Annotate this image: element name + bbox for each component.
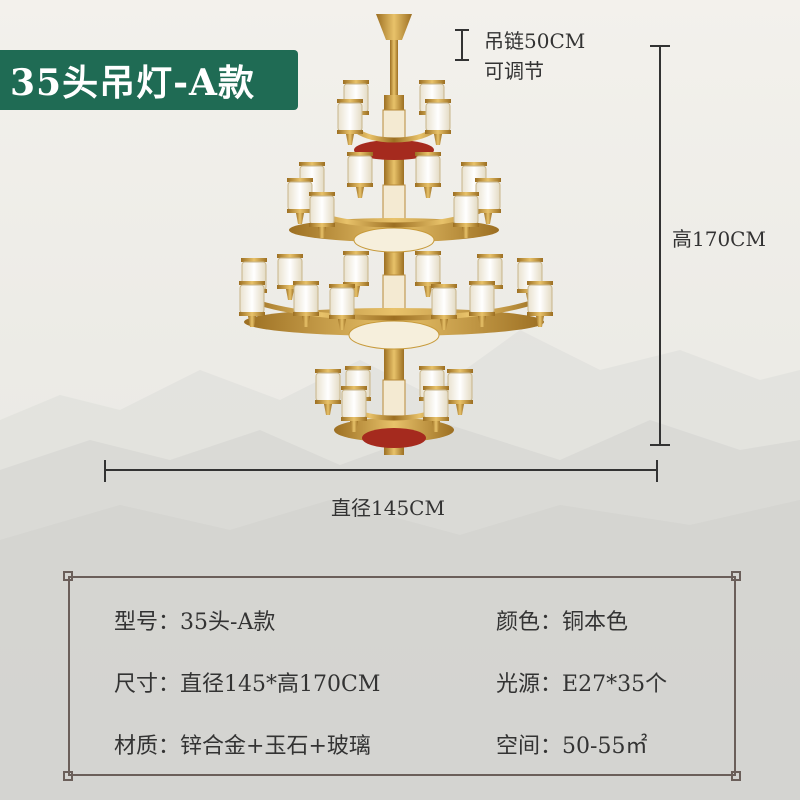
spec-size: 尺寸：直径145*高170CM <box>114 666 380 698</box>
spec-model-label: 型号： <box>114 610 181 635</box>
spec-light: 光源：E27*35个 <box>496 666 667 698</box>
spec-material: 材质：锌合金+玉石+玻璃 <box>114 728 371 760</box>
spec-light-label: 光源： <box>496 672 563 697</box>
spec-color-label: 颜色： <box>496 610 563 635</box>
spec-light-value: E27*35个 <box>562 672 668 697</box>
height-label: 高170CM <box>672 227 766 251</box>
corner-ornament <box>63 771 73 781</box>
spec-space-label: 空间： <box>496 734 563 759</box>
spec-material-value: 锌合金+玉石+玻璃 <box>180 734 371 759</box>
spec-size-value: 直径145*高170CM <box>180 672 381 697</box>
corner-ornament <box>63 571 73 581</box>
corner-ornament <box>731 571 741 581</box>
spec-size-label: 尺寸： <box>114 672 181 697</box>
product-title: 35头吊灯-A款 <box>10 62 255 104</box>
spec-model: 型号：35头-A款 <box>114 604 275 636</box>
spec-color-value: 铜本色 <box>562 610 629 635</box>
spec-material-label: 材质： <box>114 734 181 759</box>
diameter-label: 直径145CM <box>331 496 445 520</box>
corner-ornament <box>731 771 741 781</box>
spec-panel: 型号：35头-A款 颜色：铜本色 尺寸：直径145*高170CM 光源：E27*… <box>63 571 741 781</box>
product-title-badge: 35头吊灯-A款 <box>0 50 298 110</box>
chain-length-text: 吊链50CM <box>484 29 586 53</box>
spec-space-value: 50-55㎡ <box>562 734 648 759</box>
spec-space: 空间：50-55㎡ <box>496 728 647 760</box>
spec-model-value: 35头-A款 <box>180 610 276 635</box>
chain-length-label: 吊链50CM 可调节 <box>484 26 585 86</box>
chain-adjustable-text: 可调节 <box>484 59 544 83</box>
spec-color: 颜色：铜本色 <box>496 604 628 636</box>
